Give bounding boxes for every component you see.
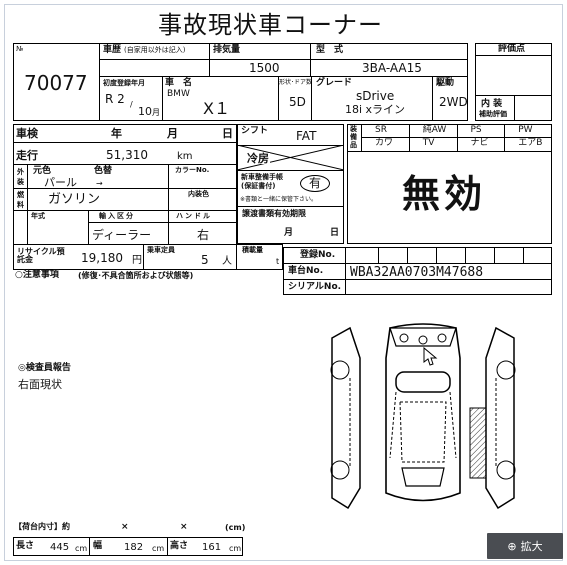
drive-value: 2WD [439, 95, 468, 109]
grade-line2: 18i xライン [345, 103, 406, 116]
equipment-stamp-box [347, 124, 552, 244]
void-stamp: 無効 [402, 172, 487, 216]
shape-label: 形状･ドア数 [279, 79, 313, 86]
car-damage-diagram [330, 323, 516, 510]
inspector-text: 右面現状 [18, 378, 62, 391]
lot-number-label: № [16, 45, 24, 53]
service-manual-label: 新車整備手帳(保証書付) [241, 173, 283, 190]
serial-label: シリアルNo. [288, 282, 342, 292]
capacity-label: 乗車定員 [147, 246, 175, 254]
shift-value: FAT [296, 129, 317, 143]
model-label: 型 式 [316, 45, 344, 55]
load-box [237, 244, 283, 270]
sheet-frame [4, 4, 563, 561]
drive-label: 駆動 [436, 78, 455, 88]
zoom-label: 拡大 [520, 540, 543, 553]
width-value: 182 [124, 542, 144, 553]
equipment-item: ナビ [470, 138, 489, 148]
import-label: 輸入区分 [99, 212, 135, 220]
sheet-title: 事故現状車コーナー [158, 11, 383, 39]
history-label: 車歴 [103, 45, 122, 55]
equipment-item: 純AW [422, 125, 447, 135]
load-label: 積載量 [242, 246, 263, 254]
equipment-item: カワ [375, 138, 394, 148]
fuel-label: 燃料 [17, 191, 24, 209]
manual-note: ※書類と一緒に保管下さい。 [240, 196, 318, 203]
maker-name: BMW [167, 89, 190, 99]
equipment-item: エアB [518, 138, 543, 148]
interior-sub-label: 補助評価 [479, 110, 507, 118]
notice-label: ○注意事項 [15, 270, 59, 280]
service-manual-value: 有 [309, 176, 322, 190]
length-value: 445 [50, 542, 70, 553]
car-name: X１ [203, 99, 230, 118]
color-label: 元色 [33, 166, 52, 176]
exterior-label: 外装 [17, 168, 24, 186]
header-grid [13, 43, 468, 121]
fuel-value: ガソリン [48, 192, 101, 207]
dimensions-box [13, 537, 243, 556]
registration-grid [283, 247, 552, 295]
zoom-button[interactable]: ⊕ 拡大 [487, 533, 563, 559]
equipment-item: SR [375, 125, 387, 135]
inspector-label: ◎検査員報告 [18, 363, 71, 373]
model-value: 3BA-AA15 [362, 61, 422, 75]
equipment-item: PS [470, 125, 482, 135]
inspection-label: 車検 [16, 127, 38, 140]
rating-label: 評価点 [498, 44, 526, 54]
model-year-label: 年式 [31, 212, 45, 220]
handle-value: 右 [197, 228, 210, 242]
equipment-item: TV [422, 138, 435, 148]
chassis-label: 車台No. [288, 266, 324, 276]
rating-box [475, 43, 552, 121]
cargo-label: 【荷台内寸】約 [14, 522, 70, 531]
car-name-label: 車 名 [165, 78, 193, 88]
cooler-crossed-box [237, 145, 344, 170]
reg-no-label: 登録No. [300, 250, 336, 260]
displacement-value: 1500 [249, 61, 280, 75]
notice-sub: (修復･不具合箇所および状態等) [78, 271, 194, 280]
interior-label: 内 装 [481, 99, 503, 109]
mileage-label: 走行 [16, 149, 38, 162]
grade-line1: sDrive [356, 89, 395, 103]
repaint-label: 色替 [94, 166, 113, 176]
repaint-value: → [96, 179, 103, 188]
lot-number: 70077 [24, 71, 88, 95]
cooler-label: 冷房 [246, 152, 270, 165]
interior-color-label: 内装色 [188, 190, 209, 198]
zoom-icon: ⊕ [507, 539, 517, 553]
equipment-item: PW [518, 125, 533, 135]
chassis-number: WBA32AA0703M47688 [350, 265, 484, 280]
vehicle-info-grid [13, 124, 237, 270]
color-value: パール [44, 176, 77, 189]
equipment-label: 装備品 [350, 125, 357, 149]
mid-grid [237, 124, 344, 244]
height-value: 161 [202, 542, 222, 553]
shape-value: 5D [289, 95, 306, 109]
recycle-label: リサイクル預託金 [17, 247, 65, 264]
lot-number-box [13, 43, 100, 121]
first-reg-label: 初度登録年月 [103, 79, 145, 87]
displacement-label: 排気量 [213, 45, 241, 55]
capacity-value: 5 [201, 253, 209, 267]
import-value: ディーラー [92, 228, 152, 242]
shift-label: シフト [241, 126, 269, 136]
docs-expiry-label: 譲渡書類有効期限 [242, 209, 306, 218]
first-reg-month: 10 [138, 105, 152, 118]
grade-label: グレード [316, 78, 353, 88]
handle-label: ハンドル [176, 212, 212, 220]
color-no-label: カラーNo. [175, 166, 210, 174]
history-note: (自家用以外は記入) [124, 46, 186, 54]
mileage-value: 51,310 [106, 148, 148, 162]
recycle-value: 19,180 [81, 251, 123, 265]
era-value: R 2 [105, 92, 125, 106]
